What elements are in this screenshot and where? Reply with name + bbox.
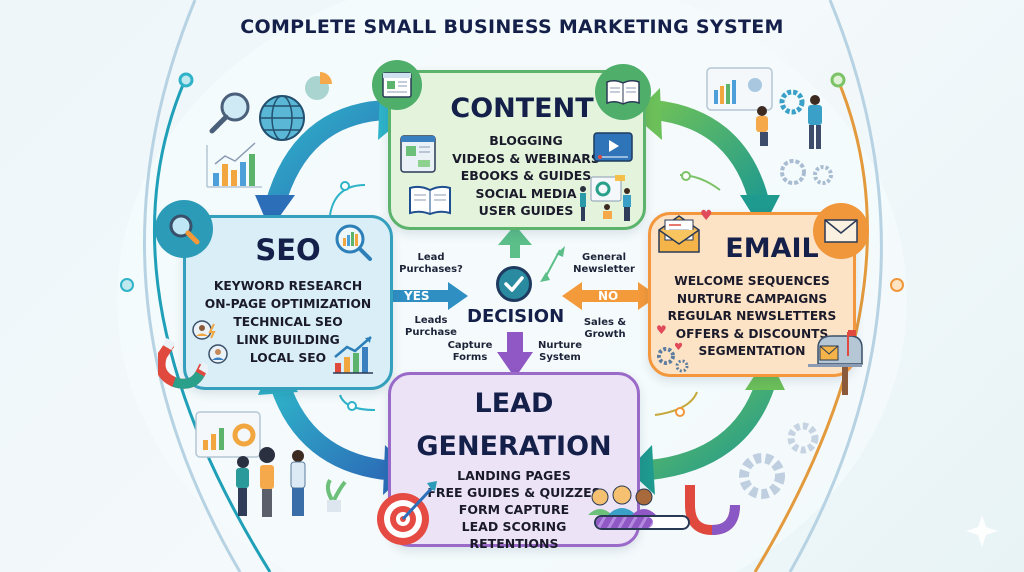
list-item: REGULAR NEWSLETTERS	[667, 309, 837, 323]
globe-decoration	[259, 95, 305, 141]
dashboard-people-illustration	[706, 67, 822, 149]
team-presentation-illustration	[577, 175, 637, 229]
open-envelope-icon	[657, 212, 701, 258]
gear-icon: ♥♥	[652, 320, 698, 380]
magnifier-decoration	[209, 92, 250, 134]
list-item: LOCAL SEO	[249, 351, 327, 365]
progress-bar-icon	[594, 515, 690, 530]
no-label: NO	[598, 289, 619, 303]
no-top-text: General Newsletter	[573, 252, 635, 275]
list-item: ON-PAGE OPTIMIZATION	[204, 297, 372, 311]
list-item: WELCOME SEQUENCES	[674, 274, 830, 288]
list-item: RETENTIONS	[469, 536, 559, 551]
seo-items: KEYWORD RESEARCH ON-PAGE OPTIMIZATION TE…	[186, 277, 390, 367]
video-player-icon	[593, 132, 633, 166]
lead-generation-items: LANDING PAGES FREE GUIDES & QUIZZES FORM…	[391, 467, 637, 552]
yes-double-arrow	[372, 282, 468, 310]
web-page-icon	[372, 60, 422, 110]
list-item: KEYWORD RESEARCH	[213, 279, 363, 293]
list-item: BLOGGING	[489, 133, 563, 148]
magnifier-icon	[155, 200, 213, 258]
down-right-text: Nurture System	[537, 340, 583, 363]
mailbox-icon	[808, 328, 864, 400]
lead-generation-heading-line-2: GENERATION	[416, 431, 612, 462]
checkmark-icon	[496, 266, 532, 302]
up-arrow	[498, 225, 532, 258]
list-item: OFFERS & DISCOUNTS	[675, 326, 829, 341]
no-bottom-text: Sales & Growth	[583, 317, 627, 340]
outer-ring-left	[143, 0, 242, 572]
list-item: LANDING PAGES	[457, 468, 571, 483]
email-heading: EMAIL	[725, 233, 819, 264]
page-title: COMPLETE SMALL BUSINESS MARKETING SYSTEM	[240, 16, 784, 38]
heart-icon: ♥	[700, 208, 713, 224]
list-item: LEAD SCORING	[461, 519, 567, 534]
list-item: FORM CAPTURE	[458, 502, 570, 517]
open-book-icon	[595, 64, 651, 120]
down-left-text: Capture Forms	[447, 340, 493, 363]
bar-chart-decoration	[206, 142, 262, 188]
magnet-decoration-bottom-right	[685, 485, 740, 536]
down-arrow	[497, 332, 533, 378]
target-icon	[375, 477, 445, 551]
users-group-icon	[582, 485, 664, 539]
pie-chart-decoration	[305, 72, 332, 100]
yes-top-text: Lead Purchases?	[399, 252, 463, 275]
bar-chart-growth-icon	[333, 335, 377, 379]
content-heading: CONTENT	[450, 93, 594, 124]
outer-ring-right	[788, 0, 883, 572]
list-item: EBOOKS & GUIDES	[460, 168, 592, 183]
list-item: FREE GUIDES & QUIZZES	[427, 485, 601, 500]
sparkle-icon	[966, 515, 998, 547]
seo-heading: SEO	[255, 233, 321, 267]
magnet-icon	[155, 338, 212, 394]
list-item: VIDEOS & WEBINARS	[452, 150, 600, 166]
envelope-icon	[813, 203, 869, 259]
list-item: SOCIAL MEDIA	[475, 185, 577, 201]
svg-text:♥: ♥	[674, 342, 683, 353]
list-item: SEGMENTATION	[698, 344, 806, 358]
svg-text:♥: ♥	[656, 323, 667, 337]
user-avatar-icon	[192, 320, 232, 370]
article-icon	[400, 135, 436, 177]
list-item: LINK BUILDING	[236, 333, 340, 347]
handshake-team-illustration	[195, 411, 347, 517]
list-item: NURTURE CAMPAIGNS	[676, 291, 828, 306]
list-item: TECHNICAL SEO	[233, 315, 343, 329]
email-items: WELCOME SEQUENCES NURTURE CAMPAIGNS REGU…	[651, 273, 853, 361]
analytics-magnifier-icon	[333, 222, 375, 266]
gears-decoration-bottom-right	[739, 422, 819, 499]
list-item: USER GUIDES	[478, 203, 574, 218]
yes-label: YES	[404, 289, 430, 303]
content-items: BLOGGING VIDEOS & WEBINARS EBOOKS & GUID…	[391, 132, 643, 220]
no-double-arrow	[562, 282, 658, 310]
decision-label: DECISION	[467, 306, 565, 327]
book-icon	[408, 185, 452, 219]
yes-bottom-text: Leads Purchase	[405, 315, 457, 338]
lead-generation-heading-line-1: LEAD	[474, 388, 554, 419]
gears-decoration-top-right	[780, 159, 833, 185]
